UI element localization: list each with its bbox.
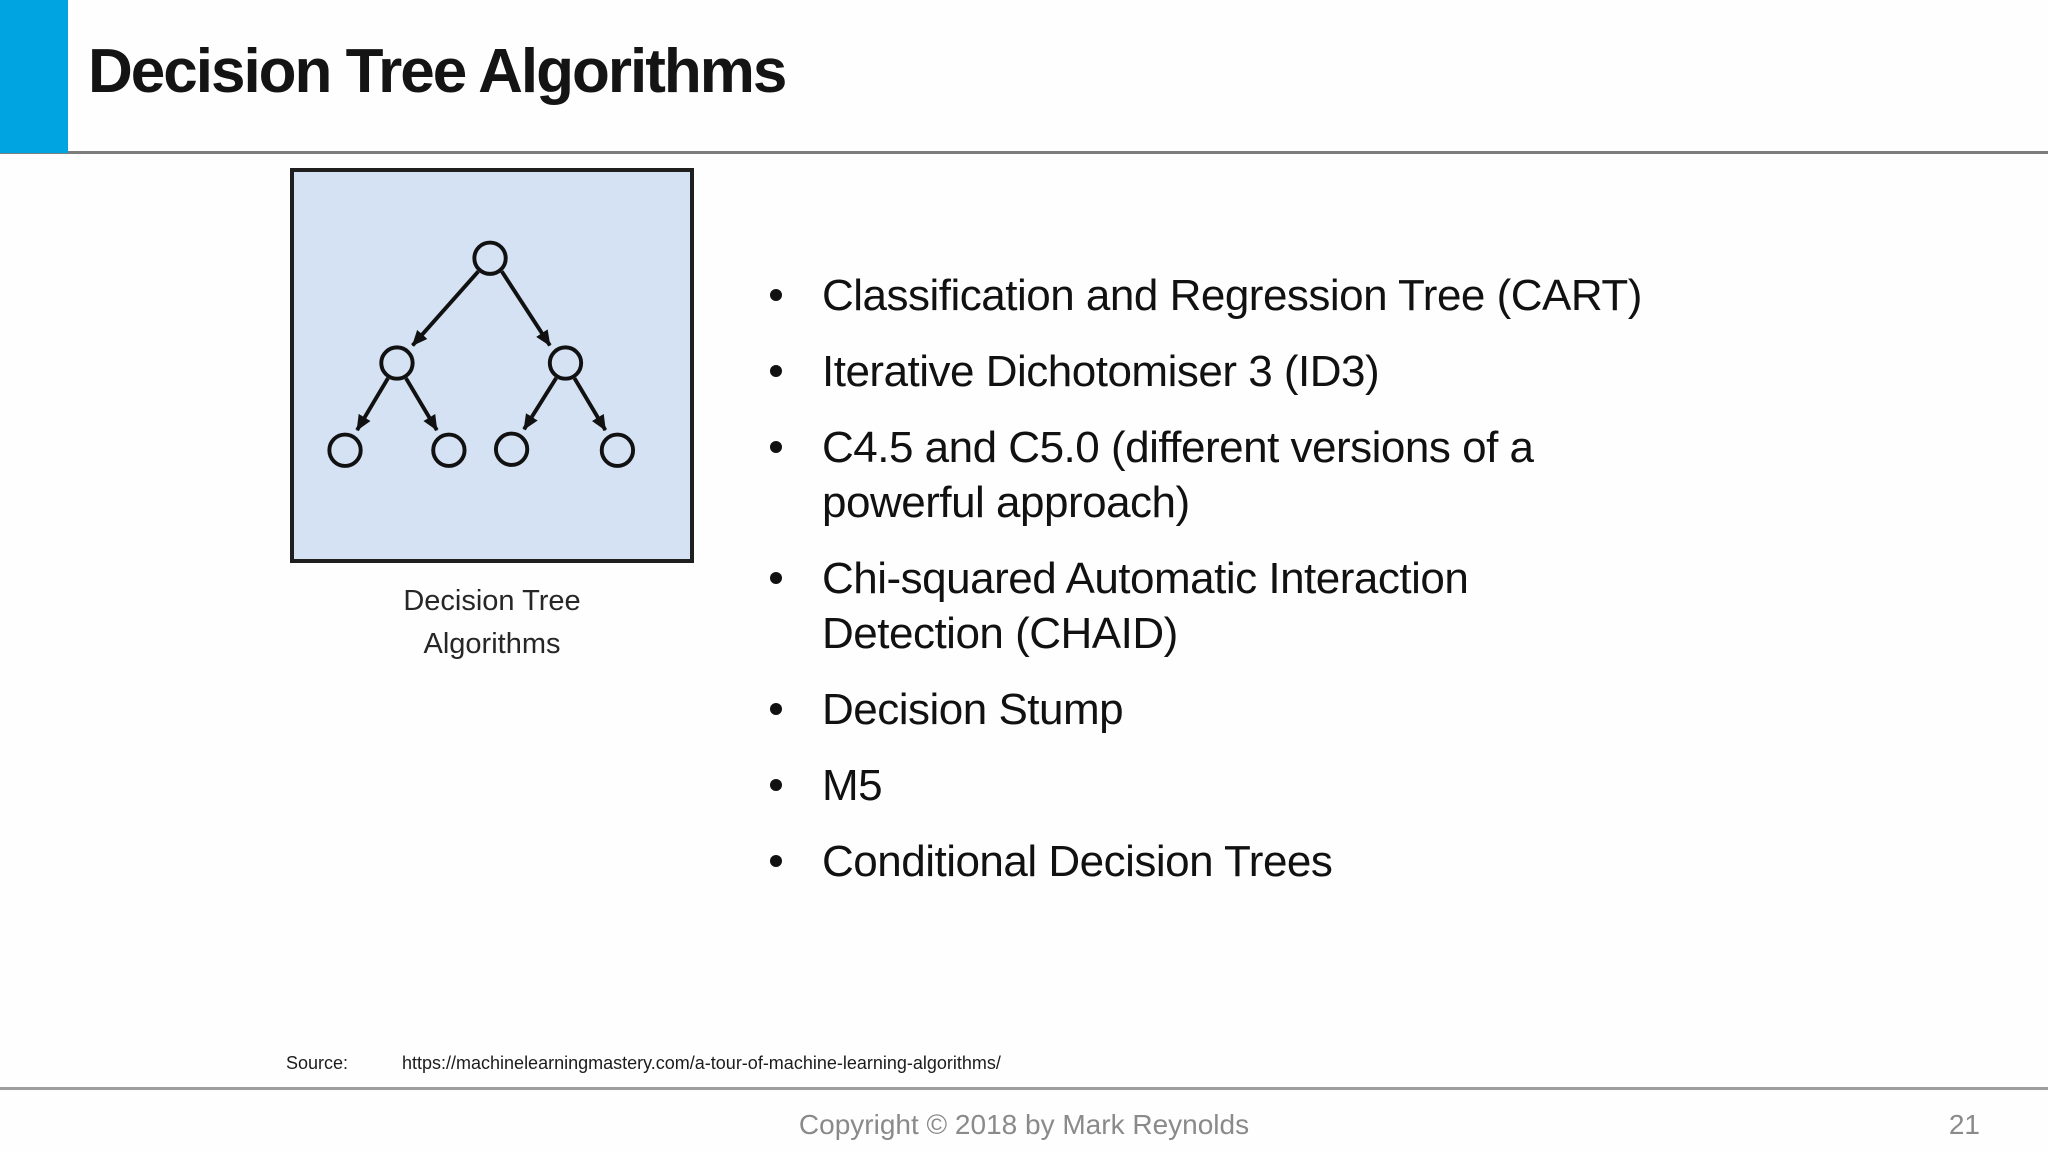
tree-nodes [327,240,636,468]
tree-edge [500,270,552,347]
tree-internal-node [379,345,415,381]
tree-leaf-node [431,432,467,468]
tree-leaf-node [493,431,530,467]
copyright-text: Copyright © 2018 by Mark Reynolds [798,1109,1250,1140]
list-item: Classification and Regression Tree (CART… [768,268,1828,323]
figure-caption: Decision Tree Algorithms [403,585,581,660]
algorithm-list: Classification and Regression Tree (CART… [768,268,1828,910]
tree-leaf-node [327,432,363,468]
tree-edge [411,270,480,347]
decision-tree-diagram [327,240,636,468]
source-url: https://machinelearningmastery.com/a-tou… [402,1053,1001,1073]
list-item: Chi-squared Automatic Interaction Detect… [768,551,1828,661]
page-number: 21 [1948,1109,1980,1140]
tree-edge [404,377,439,432]
source-label: Source: [286,1053,349,1073]
tree-edge [522,376,558,431]
list-item: Conditional Decision Trees [768,834,1828,889]
list-item: Decision Stump [768,682,1828,737]
title-accent-bar [0,0,68,153]
tree-edge [355,377,390,432]
decision-tree-figure [290,168,694,563]
list-item: Iterative Dichotomiser 3 (ID3) [768,344,1828,399]
page-title: Decision Tree Algorithms [88,37,787,106]
footer-divider-line [0,1087,2048,1090]
tree-root-node [472,240,508,276]
list-item: C4.5 and C5.0 (different versions of a p… [768,420,1828,530]
tree-leaf-node [599,432,636,468]
tree-edges [355,270,608,432]
tree-internal-node [547,345,584,381]
tree-edge [572,377,608,432]
title-divider-line [0,151,2048,154]
list-item: M5 [768,758,1828,813]
